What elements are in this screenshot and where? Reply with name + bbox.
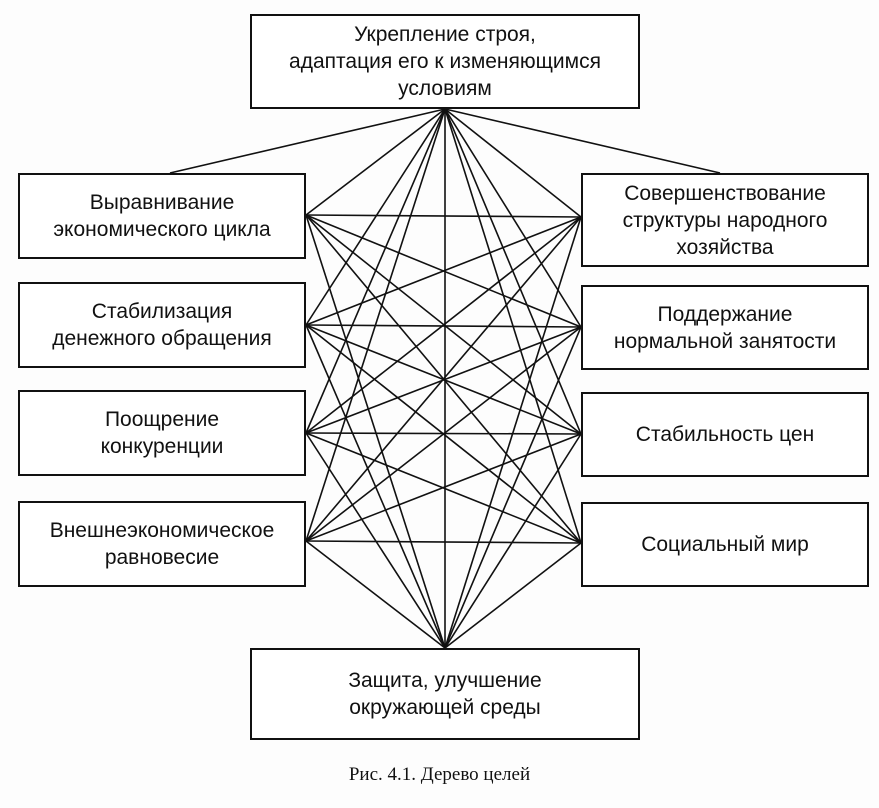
goal-top: Укрепление строя, адаптация его к изменя… (250, 14, 640, 109)
goal-left-4: Внешнеэкономическое равновесие (18, 501, 306, 587)
connection-line-12 (444, 216, 582, 649)
goal-left-1: Выравнивание экономического цикла (18, 173, 306, 259)
connection-line-3 (305, 108, 446, 216)
connection-line-19 (305, 214, 582, 218)
connection-line-10 (305, 540, 446, 649)
connection-line-23 (305, 216, 582, 326)
connection-line-13 (444, 108, 582, 328)
connection-line-15 (444, 108, 582, 435)
connection-line-0 (169, 108, 446, 174)
connection-line-27 (305, 216, 582, 434)
goal-right-4: Социальный мир (581, 502, 869, 587)
goal-right-3: Стабильность цен (581, 392, 869, 477)
goal-right-1: Совершенствование структуры народного хо… (581, 173, 869, 267)
connection-line-4 (305, 214, 446, 649)
connection-line-16 (444, 433, 582, 649)
connection-line-11 (444, 108, 582, 218)
goal-left-3: Поощрение конкуренции (18, 390, 306, 476)
goal-left-2: Стабилизация денежного обращения (18, 282, 306, 368)
connection-line-1 (444, 108, 721, 174)
connection-line-34 (305, 540, 582, 544)
connection-line-14 (444, 326, 582, 649)
connection-line-5 (305, 108, 446, 326)
connection-line-31 (305, 216, 582, 542)
goal-right-2: Поддержание нормальной занятости (581, 285, 869, 370)
connection-line-33 (305, 433, 582, 542)
connection-line-32 (305, 326, 582, 542)
connection-line-18 (444, 542, 582, 649)
goal-bottom: Защита, улучшение окружающей среды (250, 648, 640, 740)
figure-caption: Рис. 4.1. Дерево целей (348, 764, 531, 785)
